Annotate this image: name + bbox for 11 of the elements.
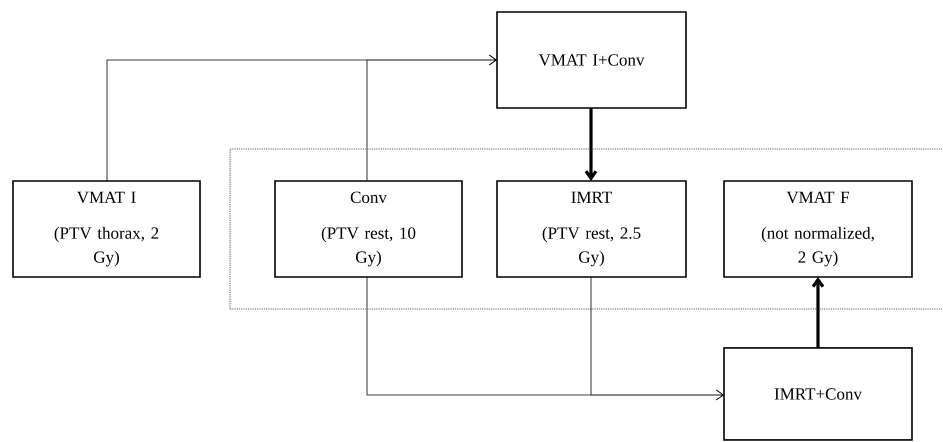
process-box: Conv (PTV rest, 10 Gy) bbox=[274, 180, 463, 278]
arrow bbox=[366, 54, 497, 182]
dotted-group-frame bbox=[230, 148, 943, 310]
process-box: VMAT I+Conv bbox=[496, 11, 687, 109]
process-box: VMAT F (not normalized, 2 Gy) bbox=[723, 180, 913, 278]
arrow bbox=[584, 108, 598, 181]
process-box: IMRT (PTV rest, 2.5 Gy) bbox=[496, 180, 687, 278]
arrow bbox=[812, 276, 824, 348]
process-box: VMAT I (PTV thorax, 2 Gy) bbox=[12, 180, 201, 278]
arrow bbox=[590, 276, 724, 400]
process-box: IMRT+Conv bbox=[723, 347, 913, 441]
